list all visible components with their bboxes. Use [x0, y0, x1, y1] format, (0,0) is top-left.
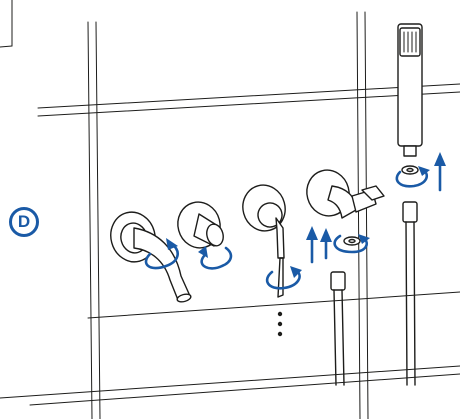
mixer-handle	[177, 201, 224, 249]
up-arrow-icon	[320, 228, 332, 260]
up-arrow-icon	[306, 226, 318, 264]
shower-hose-center	[330, 271, 346, 386]
handshower	[397, 23, 423, 157]
hose-outlet-elbow	[306, 169, 385, 219]
diverter-valve	[242, 184, 286, 259]
washer-right	[401, 165, 419, 175]
hex-key-icon	[277, 257, 284, 337]
rotate-arrow-icon	[395, 166, 430, 188]
washer-center	[343, 236, 361, 246]
rotate-arrow-icon	[198, 246, 233, 270]
up-arrow-icon	[434, 152, 446, 192]
shower-hose-right	[402, 201, 418, 386]
rotate-arrow-icon	[333, 234, 370, 254]
rotate-arrow-icon	[265, 266, 302, 290]
rotate-arrow-icon	[144, 238, 179, 270]
bath-spout	[110, 211, 192, 303]
step-badge: D	[9, 207, 39, 237]
